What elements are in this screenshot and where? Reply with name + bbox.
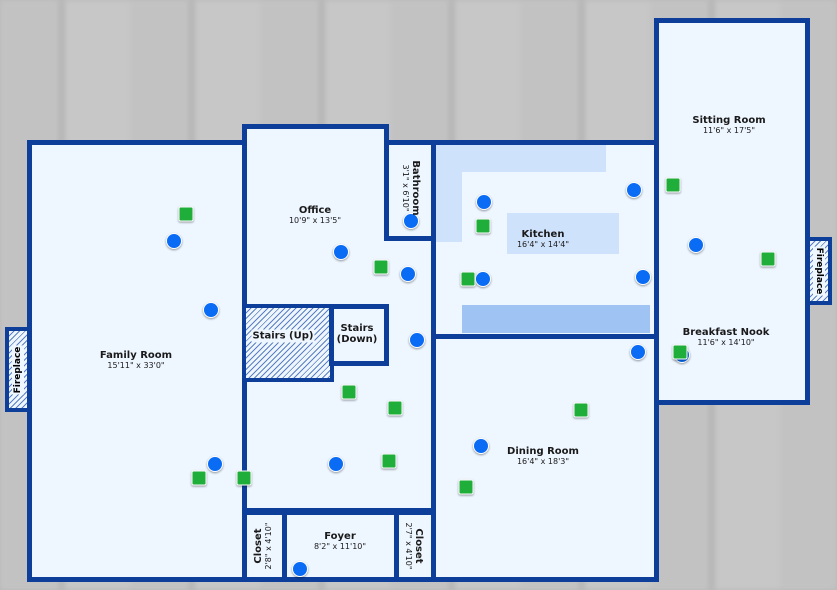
green-marker[interactable] — [760, 251, 776, 267]
green-marker[interactable] — [573, 402, 589, 418]
blue-marker[interactable] — [635, 269, 651, 285]
label-stairs-down: Stairs (Down) — [336, 323, 378, 345]
green-marker[interactable] — [341, 384, 357, 400]
blue-marker[interactable] — [400, 266, 416, 282]
green-marker[interactable] — [191, 470, 207, 486]
green-marker[interactable] — [178, 206, 194, 222]
blue-marker[interactable] — [473, 438, 489, 454]
blue-marker[interactable] — [166, 233, 182, 249]
kitchen-island — [507, 213, 619, 254]
green-marker[interactable] — [460, 271, 476, 287]
green-marker[interactable] — [236, 470, 252, 486]
blue-marker[interactable] — [630, 344, 646, 360]
room-dining[interactable] — [431, 334, 659, 582]
blue-marker[interactable] — [333, 244, 349, 260]
blue-marker[interactable] — [475, 271, 491, 287]
label-stairs-up: Stairs (Up) — [251, 329, 315, 343]
fireplace-right: Fireplace — [806, 237, 832, 305]
green-marker[interactable] — [475, 218, 491, 234]
green-marker[interactable] — [672, 344, 688, 360]
blue-marker[interactable] — [203, 302, 219, 318]
room-closet-right[interactable] — [394, 510, 436, 582]
kitchen-counter-left — [436, 172, 462, 242]
blue-marker[interactable] — [292, 561, 308, 577]
blue-marker[interactable] — [688, 237, 704, 253]
blue-marker[interactable] — [403, 213, 419, 229]
green-marker[interactable] — [387, 400, 403, 416]
green-marker[interactable] — [381, 453, 397, 469]
blue-marker[interactable] — [207, 456, 223, 472]
room-foyer[interactable] — [282, 510, 399, 582]
kitchen-counter-top — [436, 145, 606, 172]
room-stairs-down[interactable] — [329, 304, 389, 366]
fireplace-left: Fireplace — [5, 327, 31, 412]
blue-marker[interactable] — [409, 332, 425, 348]
blue-marker[interactable] — [328, 456, 344, 472]
room-sitting-nook[interactable] — [654, 18, 810, 405]
blue-marker[interactable] — [626, 182, 642, 198]
green-marker[interactable] — [665, 177, 681, 193]
green-marker[interactable] — [458, 479, 474, 495]
kitchen-counter-bottom — [462, 305, 650, 333]
blue-marker[interactable] — [476, 194, 492, 210]
green-marker[interactable] — [373, 259, 389, 275]
